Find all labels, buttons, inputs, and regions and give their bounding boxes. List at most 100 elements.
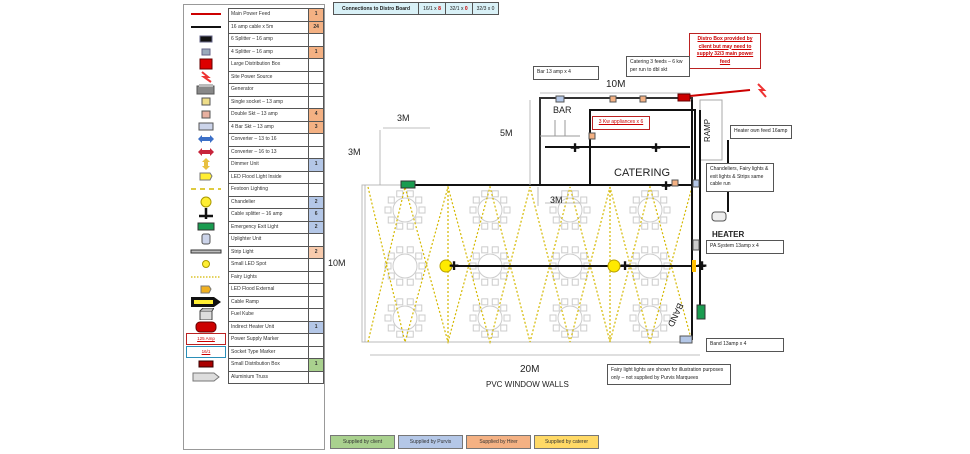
supply-key-purvis: Supplied by Purvis: [398, 435, 463, 449]
converter-16-13-icon: [184, 146, 228, 159]
chair: [387, 324, 395, 332]
chair: [491, 278, 499, 286]
legend-row: Power Supply Marker: [227, 333, 324, 347]
round-table: [469, 190, 511, 230]
chandelier-icon: [184, 196, 228, 209]
chair: [396, 190, 404, 198]
single-socket-icon: [184, 96, 228, 109]
small-distribution-box-icon: [184, 358, 228, 371]
connection-type: 32/3 x: [476, 5, 492, 12]
connection-16-1: 16/1 x 8: [418, 2, 446, 15]
chair: [481, 278, 489, 286]
cable-splitter-icon: ✚: [697, 259, 707, 273]
strip-light: [692, 260, 696, 272]
bar-note: Bar 13 amp x 4: [533, 66, 599, 80]
chair: [481, 222, 489, 230]
supply-key-hirer: Supplied by Hirer: [466, 435, 531, 449]
cable-ramp-icon: [184, 296, 228, 309]
four-bar-socket: [555, 95, 565, 103]
chair: [396, 330, 404, 338]
chair: [561, 330, 569, 338]
chair: [632, 196, 640, 204]
chair: [418, 314, 426, 322]
fairy-lights-icon: [184, 271, 228, 284]
supply-key-caterer: Supplied by caterer: [534, 435, 599, 449]
converter-13-16-icon: [184, 133, 228, 146]
dim-3m-label: 3M: [550, 195, 563, 205]
strip-light-icon: [184, 246, 228, 259]
fairy-lights-note: Fairy light lights are shown for illustr…: [607, 364, 731, 385]
chair: [660, 252, 668, 260]
chair: [481, 330, 489, 338]
chair: [561, 278, 569, 286]
chair: [580, 304, 588, 312]
chair: [552, 272, 560, 280]
chair: [415, 252, 423, 260]
cable-splitter-icon: ✚: [651, 141, 661, 155]
fairy-light-run: [367, 184, 693, 345]
chair: [571, 222, 579, 230]
large-distribution-box-icon: [184, 58, 228, 71]
chair: [396, 222, 404, 230]
chair: [500, 272, 508, 280]
cable-splitter-icon: ✚: [661, 179, 671, 193]
connection-type: 16/1 x: [423, 5, 439, 12]
pa-socket: [692, 239, 700, 251]
chair: [552, 304, 560, 312]
round-table: [629, 190, 671, 230]
chair: [472, 196, 480, 204]
chair: [415, 196, 423, 204]
table-top: [637, 305, 663, 331]
site-power-source-icon: [757, 83, 767, 98]
connection-value: 0: [464, 5, 468, 12]
chair: [632, 272, 640, 280]
chair: [580, 196, 588, 204]
cable-splitter-icon: ✚: [570, 141, 580, 155]
chair: [418, 262, 426, 270]
chair: [406, 190, 414, 198]
emergency-exit-light-icon: [184, 221, 228, 234]
chair: [571, 330, 579, 338]
power-supply-marker-icon: 125 Amp: [184, 333, 228, 346]
round-table: [469, 298, 511, 338]
chair: [469, 206, 477, 214]
uplighter-unit-icon: [184, 233, 228, 246]
chair: [561, 298, 569, 306]
pa-note: PA System 13amp x 4: [706, 240, 784, 254]
table-top: [392, 305, 418, 331]
band-note: Band 13amp x 4: [706, 338, 784, 352]
heater-unit: [711, 211, 727, 222]
dim-10m-label: 10M: [328, 258, 346, 268]
supply-key-client: Supplied by client: [330, 435, 395, 449]
small-distribution-box: [677, 93, 691, 102]
indirect-heater-icon: [184, 321, 228, 334]
chair: [472, 324, 480, 332]
double-socket: [588, 132, 596, 140]
double-socket: [671, 179, 679, 187]
heater-feed-note: Heater own feed 16amp: [730, 125, 792, 139]
chair: [663, 314, 671, 322]
chair: [660, 304, 668, 312]
chair: [396, 246, 404, 254]
chair: [491, 246, 499, 254]
chair: [500, 196, 508, 204]
chair: [580, 324, 588, 332]
round-table: [384, 190, 426, 230]
dim-3m-label: 3M: [397, 113, 410, 123]
legend-count: 1: [308, 45, 324, 59]
chair: [632, 304, 640, 312]
chair: [503, 314, 511, 322]
chair: [415, 272, 423, 280]
chair: [651, 330, 659, 338]
chair: [387, 272, 395, 280]
table-top: [477, 197, 503, 223]
aluminium-truss-icon: [184, 371, 228, 384]
chair: [418, 206, 426, 214]
chair: [651, 298, 659, 306]
round-table: [384, 298, 426, 338]
chair: [552, 252, 560, 260]
legend-count: 3: [308, 120, 324, 134]
chair: [500, 304, 508, 312]
